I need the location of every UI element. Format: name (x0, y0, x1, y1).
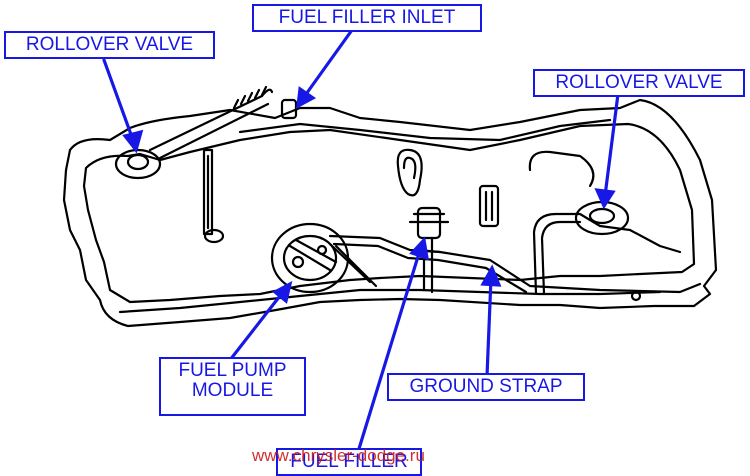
label-fuel-pump-module-line1: FUEL PUMP (178, 360, 287, 381)
left-rollover-valve-inner (126, 153, 150, 171)
arrow-rollover-left (102, 58, 144, 154)
label-fuel-pump-module-line2: MODULE (191, 379, 274, 401)
filler-vent-coil (232, 85, 268, 110)
right-hose-loop (532, 212, 682, 296)
right-strap-slot (478, 184, 500, 228)
arrow-rollover-right (594, 92, 620, 210)
fuel-filter-bracket (408, 212, 450, 224)
left-rollover-valve-outer (114, 148, 162, 180)
tank-inner-contour (82, 122, 696, 304)
label-rollover-valve-right: ROLLOVER VALVE (533, 69, 745, 97)
right-rollover-valve-outer (574, 200, 630, 236)
label-fuel-filler: FUEL FILLER (276, 448, 422, 476)
label-rollover-valve-left: ROLLOVER VALVE (4, 31, 215, 59)
left-strap (202, 148, 214, 236)
label-fuel-filler-inlet: FUEL FILLER INLET (252, 4, 482, 32)
fuel-pump-detail (288, 238, 338, 272)
arrow-ground-strap (480, 264, 502, 378)
kidney-opening (396, 148, 423, 197)
kidney-opening-inner (402, 156, 417, 180)
arrow-fuel-pump (228, 280, 293, 362)
filler-vent-tube (148, 94, 270, 160)
pump-wire (328, 242, 378, 288)
right-bump (528, 150, 595, 188)
tank-bottom-line (118, 288, 662, 314)
filler-inlet-nipple (280, 98, 298, 120)
right-hose-clip (630, 290, 642, 302)
fuel-pump-inner (282, 234, 338, 282)
left-strap-mount (203, 228, 225, 244)
tank-ridge (238, 118, 612, 142)
label-fuel-pump-module: FUEL PUMP MODULE (159, 357, 306, 416)
arrow-filler-inlet (296, 28, 354, 109)
fuel-pump-connector-a (291, 255, 305, 269)
tank-outline (62, 98, 718, 328)
arrow-fuel-filler (356, 236, 430, 454)
label-ground-strap: GROUND STRAP (387, 373, 585, 401)
right-rollover-valve-inner (588, 207, 616, 225)
watermark-text: www.chrysler-dodge.ru (252, 446, 425, 465)
right-strap-inner (484, 190, 494, 222)
pump-hose (328, 234, 702, 294)
filler-vent-tip (260, 88, 274, 98)
right-hose-loop-2 (540, 220, 582, 296)
